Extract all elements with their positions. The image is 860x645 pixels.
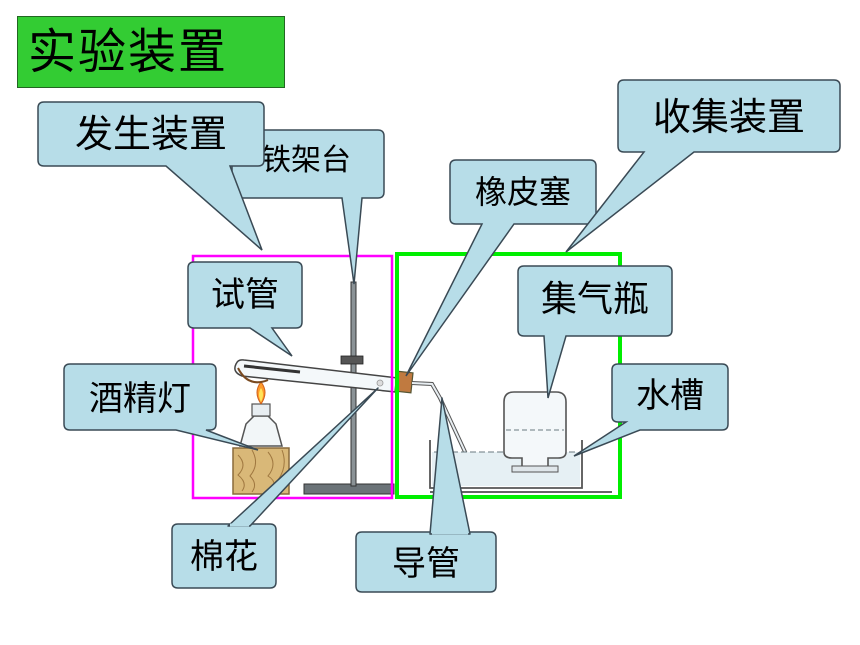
label-rubber-stopper: 橡皮塞: [475, 173, 571, 211]
callout-iron-stand: 铁架台: [231, 129, 385, 285]
page-title: 实验装置: [17, 16, 285, 88]
callout-water-trough: 水槽: [573, 363, 729, 457]
alcohol-lamp: [239, 381, 283, 447]
label-delivery-tube: 导管: [392, 544, 460, 584]
gas-collecting-bottle: [503, 391, 567, 473]
callout-test-tube: 试管: [187, 261, 303, 357]
callout-collector: 收集装置: [565, 79, 841, 253]
label-water-trough: 水槽: [636, 376, 704, 416]
label-cotton: 棉花: [190, 537, 258, 577]
callout-cotton: 棉花: [171, 387, 379, 589]
callout-generator: 发生装置: [37, 101, 265, 251]
label-collector: 收集装置: [653, 95, 805, 139]
callout-alcohol-lamp: 酒精灯: [63, 363, 259, 451]
test-tube: [234, 359, 414, 394]
label-alcohol-lamp: 酒精灯: [89, 379, 191, 419]
label-iron-stand: 铁架台: [261, 143, 351, 178]
callout-rubber-stopper: 橡皮塞: [405, 159, 597, 377]
label-gas-bottle: 集气瓶: [541, 279, 649, 320]
callout-delivery-tube: 导管: [355, 397, 497, 593]
label-test-tube: 试管: [211, 275, 279, 315]
callout-gas-bottle: 集气瓶: [517, 265, 673, 399]
label-generator: 发生装置: [75, 112, 227, 156]
